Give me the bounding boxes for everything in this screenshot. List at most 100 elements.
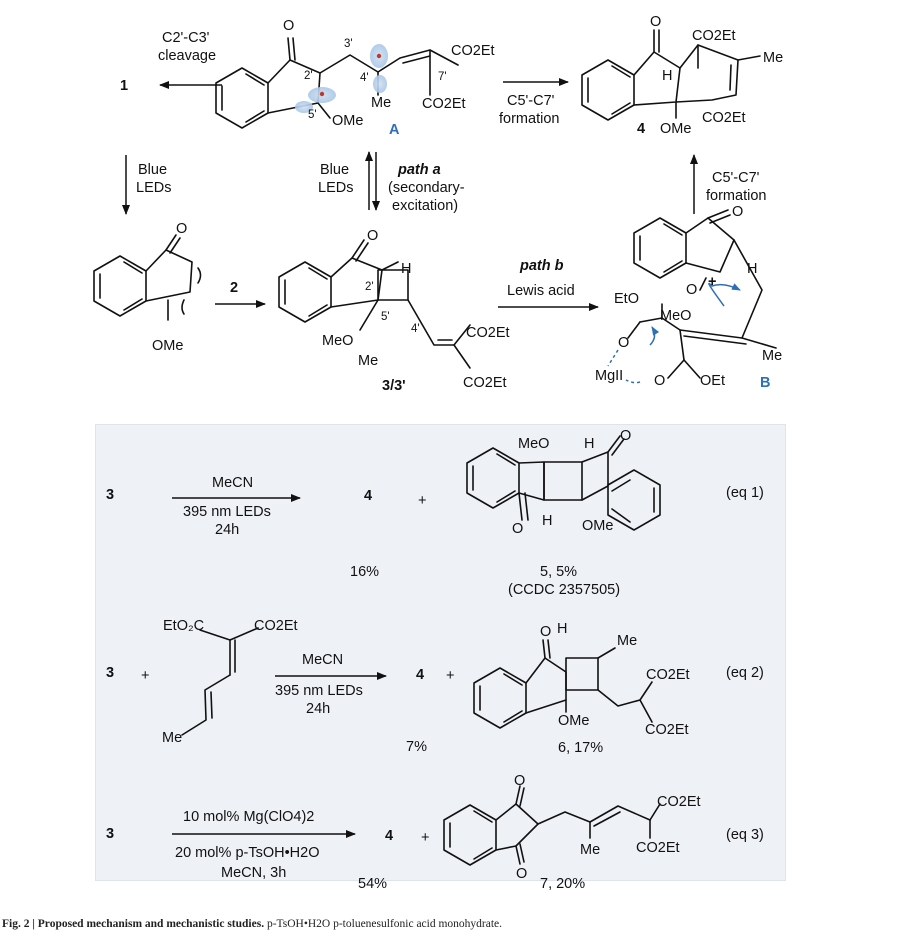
eq1-light: 395 nm LEDs	[183, 504, 271, 520]
3-H: H	[401, 261, 411, 277]
eq1-yield-4: 16%	[350, 564, 379, 580]
4-carbonyl-O: O	[650, 14, 661, 30]
eq2-6-CO2Et-top: CO2Et	[646, 667, 690, 683]
eq1-5-O-bottom: O	[512, 521, 523, 537]
eq2-CO2Et: CO2Et	[254, 618, 298, 634]
caption-fig-label: Fig. 2	[2, 918, 30, 930]
blue-leds-left-2: LEDs	[136, 180, 171, 196]
B-Mg: MgII	[595, 368, 623, 384]
formation-top-1: C5'-C7'	[507, 93, 555, 109]
eq3-yield-4: 54%	[358, 876, 387, 892]
eq1-ccdc: (CCDC 2357505)	[508, 582, 620, 598]
A-Me: Me	[371, 95, 391, 111]
path-a-note-1: (secondary-	[388, 180, 465, 196]
blue-leds-left-1: Blue	[138, 162, 167, 178]
eq2-time: 24h	[306, 701, 330, 717]
path-a-note-2: excitation)	[392, 198, 458, 214]
eq2-solvent: MeCN	[302, 652, 343, 668]
eq1-product-4: 4	[364, 488, 372, 504]
caption-separator: |	[32, 918, 38, 930]
eq3-sm-3: 3	[106, 826, 114, 842]
B-Me: Me	[762, 348, 782, 364]
A-label-2p: 2'	[304, 70, 313, 82]
eq2-product-6-structure	[473, 639, 653, 729]
eq3-cat-1: 10 mol% Mg(ClO4)2	[183, 809, 314, 825]
eq3-product-7-structure	[443, 785, 661, 866]
A-label-3p: 3'	[344, 38, 353, 50]
A-OMe: OMe	[332, 113, 363, 129]
product-4-structure	[581, 29, 761, 121]
3-Me: Me	[358, 353, 378, 369]
B-plus-charge: +	[708, 274, 716, 290]
eq2-yield-4: 7%	[406, 739, 427, 755]
A-CO2Et-bottom: CO2Et	[422, 96, 466, 112]
product-1: 1	[120, 78, 128, 94]
4-CO2Et-top: CO2Et	[692, 28, 736, 44]
eq1-time: 24h	[215, 522, 239, 538]
cleavage-label-2: cleavage	[158, 48, 216, 64]
eq2-plus-2: +	[446, 668, 454, 684]
reaction-scheme: O 3' 2' 4' 7' 5' OMe Me CO2Et CO2Et A C2…	[93, 14, 783, 892]
3-MeO: MeO	[322, 333, 353, 349]
A-label-4p: 4'	[360, 72, 369, 84]
caption-note: p-TsOH•H2O p-toluenesulfonic acid monohy…	[266, 918, 503, 930]
eq2-label: (eq 2)	[726, 665, 764, 681]
B-O-left: O	[618, 335, 629, 351]
eq3-plus: +	[421, 830, 429, 846]
B-EtO: EtO	[614, 291, 639, 307]
eq1-solvent: MeCN	[212, 475, 253, 491]
eq2-diene-structure	[181, 627, 259, 736]
formation-right-1: C5'-C7'	[712, 170, 760, 186]
eq3-label: (eq 3)	[726, 827, 764, 843]
eq2-EtO2C: EtO₂C	[163, 618, 204, 634]
eq2-6-H: H	[557, 621, 567, 637]
intermediate-B-structure	[607, 209, 777, 384]
eq1-product-5: 5, 5%	[540, 564, 577, 580]
blue-leds-mid-2: LEDs	[318, 180, 353, 196]
eq1-label: (eq 1)	[726, 485, 764, 501]
A-CO2Et-top: CO2Et	[451, 43, 495, 59]
eq3-cat-2: 20 mol% p-TsOH•H2O	[175, 845, 319, 861]
eq1-5-H-bottom: H	[542, 513, 552, 529]
path-a-label: path a	[397, 162, 441, 178]
cleavage-label-1: C2'-C3'	[162, 30, 210, 46]
eq2-plus-1: +	[141, 668, 149, 684]
3-label-4p: 4'	[411, 323, 420, 335]
eq2-product-6: 6, 17%	[558, 740, 603, 756]
3-carbonyl-O: O	[367, 228, 378, 244]
eq3-product-7: 7, 20%	[540, 876, 585, 892]
product-33-label: 3/3'	[382, 378, 406, 394]
eq2-6-OMe: OMe	[558, 713, 589, 729]
eq1-5-MeO: MeO	[518, 436, 549, 452]
eq2-product-4: 4	[416, 667, 424, 683]
eq1-dimer-5-structure	[466, 435, 661, 531]
A-label-7p: 7'	[438, 71, 447, 83]
indanone-structure	[93, 234, 202, 321]
eq3-conditions: MeCN, 3h	[221, 865, 286, 881]
reagent-2: 2	[230, 280, 238, 296]
eq2-Me: Me	[162, 730, 182, 746]
eq3-7-O-bottom: O	[516, 866, 527, 882]
figure-caption: Fig. 2 | Proposed mechanism and mechanis…	[2, 918, 502, 930]
eq2-6-O: O	[540, 624, 551, 640]
B-H: H	[747, 261, 757, 277]
intermediate-A-structure	[215, 37, 459, 129]
formation-top-2: formation	[499, 111, 559, 127]
eq2-sm-3: 3	[106, 665, 114, 681]
4-OMe: OMe	[660, 121, 691, 137]
mechanistic-studies-panel	[95, 424, 786, 881]
4-Me: Me	[763, 50, 783, 66]
eq3-7-CO2Et-bottom: CO2Et	[636, 840, 680, 856]
intermediate-A-label: A	[389, 122, 400, 138]
eq2-6-CO2Et-bottom: CO2Et	[645, 722, 689, 738]
indanone-OMe: OMe	[152, 338, 183, 354]
eq3-7-CO2Et-top: CO2Et	[657, 794, 701, 810]
eq3-7-O-top: O	[514, 773, 525, 789]
B-O-top: O	[732, 204, 743, 220]
A-carbonyl-O: O	[283, 18, 294, 34]
indanone-O: O	[176, 221, 187, 237]
3-CO2Et-top: CO2Et	[466, 325, 510, 341]
B-MeO: MeO	[660, 308, 691, 324]
eq1-5-OMe: OMe	[582, 518, 613, 534]
eq1-sm-3: 3	[106, 487, 114, 503]
